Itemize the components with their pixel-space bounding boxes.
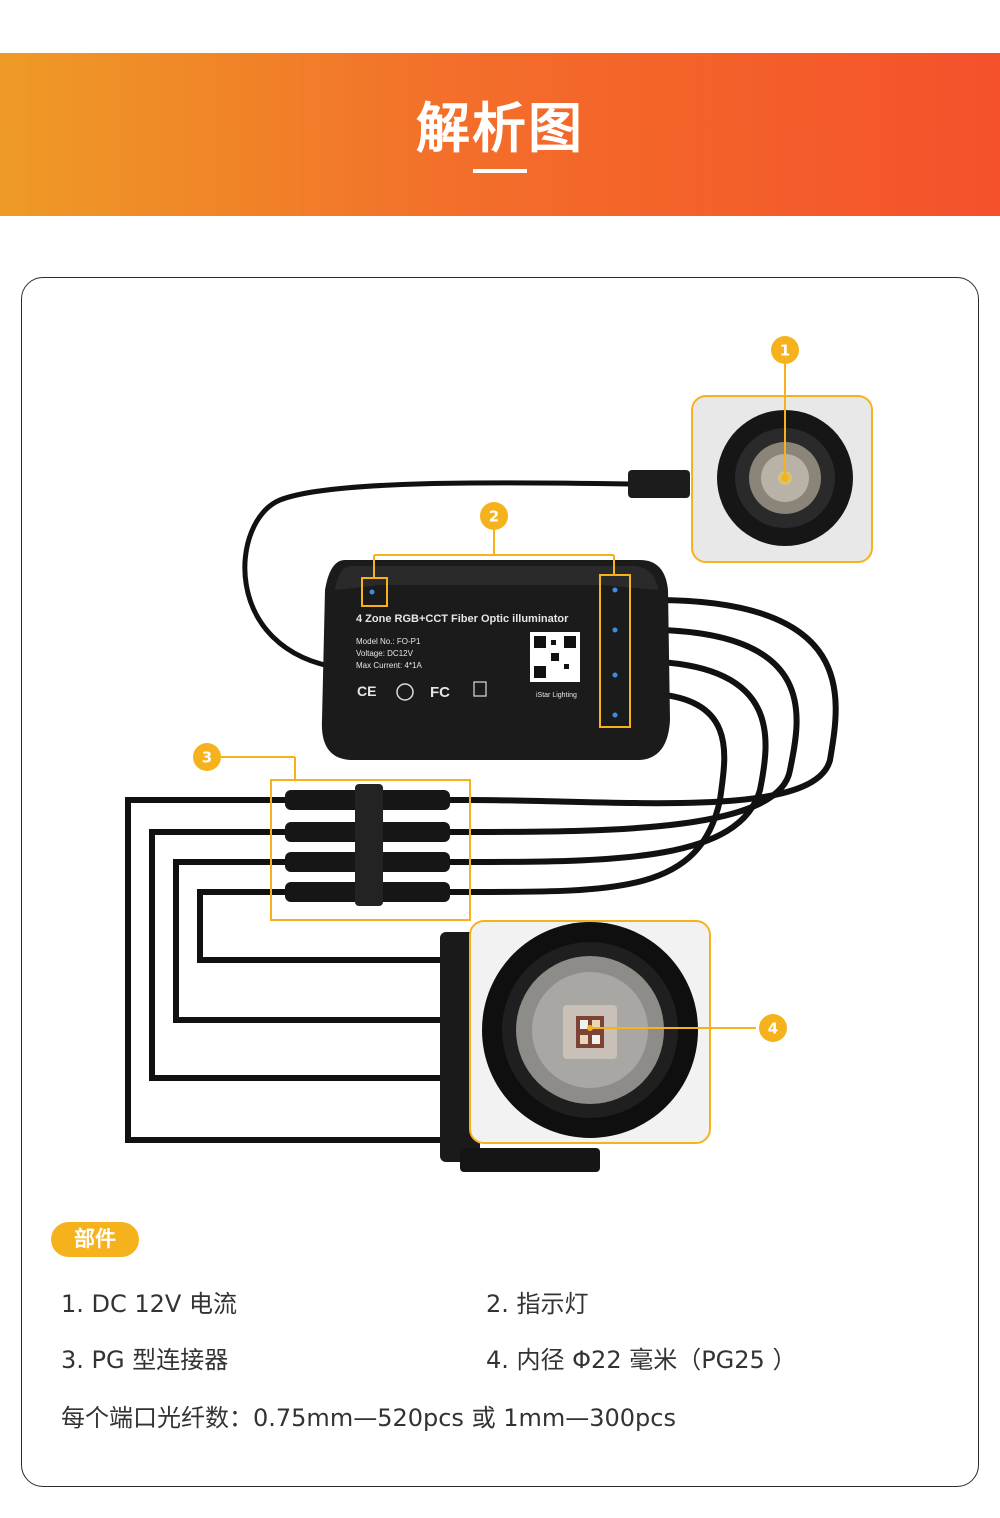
callout-3-badge: 3 [193,743,221,771]
device-model: Model No.: FO-P1 [356,637,421,646]
part-item-2: 2. 指示灯 [486,1290,589,1318]
device-voltage: Voltage: DC12V [356,649,414,658]
callout-2-badge: 2 [480,502,508,530]
fc-mark: FC [430,684,450,701]
light-engine [440,920,711,1172]
page-title: 解析图 [416,97,584,160]
callout-1: 1 [780,342,790,360]
callout-4-badge: 4 [759,1014,787,1042]
power-plug [628,470,690,498]
fiber-count-text: 每个端口光纤数：0.75mm—520pcs 或 1mm—300pcs [61,1404,676,1432]
parts-tag: 部件 [51,1222,139,1257]
header-banner [0,53,1000,216]
qr-code-icon [530,632,580,682]
part-item-3: 3. PG 型连接器 [61,1346,229,1374]
callout-4: 4 [768,1020,778,1038]
device-title: 4 Zone RGB+CCT Fiber Optic illuminator [356,613,569,625]
callout-2: 2 [489,508,499,526]
weee-icon [473,681,487,697]
power-cable [242,480,690,671]
pg-connectors [285,784,450,906]
brand-label: iStar Lighting [536,692,577,699]
title-underline [473,169,527,173]
controller-body [321,560,670,760]
callout-3: 3 [202,749,212,767]
device-current: Max Current: 4*1A [356,661,422,670]
callout-1-badge: 1 [771,336,799,364]
part-item-4: 4. 内径 Φ22 毫米（PG25 ） [486,1346,797,1374]
rohs-icon [396,683,414,701]
indicator-leds [369,587,618,718]
ce-mark: CE [357,683,376,699]
connector-highlight [270,779,471,921]
output-cables [125,597,839,1143]
part-item-1: 1. DC 12V 电流 [61,1290,237,1318]
